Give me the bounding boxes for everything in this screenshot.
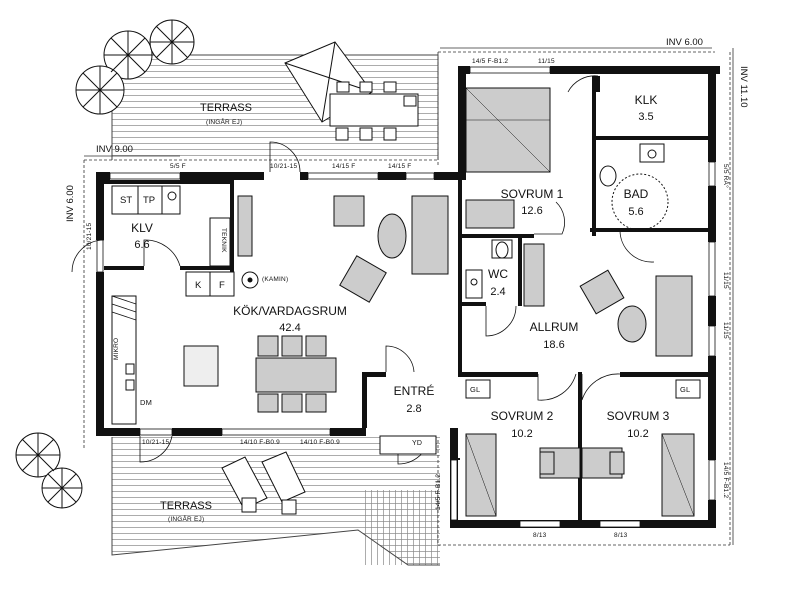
- outdoor-table-top: [329, 81, 419, 141]
- fixture-kamin: (KAMIN): [262, 276, 289, 283]
- terrace-bottom: [111, 437, 440, 566]
- entrance-step: [379, 435, 437, 455]
- fixture-mikro: MIKRO: [113, 337, 120, 360]
- furniture-sovrum2-3: [465, 379, 701, 517]
- dim-w-bottom-3: 14/10 F-B0.9: [300, 439, 340, 446]
- room-entre-area: 2.8: [406, 403, 422, 415]
- dim-w-bottom-4: 8/13: [533, 532, 547, 539]
- interior-walls: [104, 76, 708, 522]
- furniture-allrum: [523, 243, 693, 357]
- room-allrum-area: 18.6: [543, 339, 565, 351]
- dim-w-right-1: 5/5 RÅ°: [722, 164, 729, 188]
- room-bad-area: 5.6: [628, 206, 644, 218]
- dim-w-right-2: 11/15: [722, 272, 729, 289]
- dim-w-left-3: 14/15 F: [332, 163, 356, 170]
- dim-w-left-4: 14/15 F: [388, 163, 412, 170]
- sun-loungers: [221, 451, 306, 515]
- room-wc-name: WC: [488, 267, 508, 281]
- dim-w-bl-side: 14/5 F-B1.2: [435, 473, 442, 510]
- fixture-gl-1: GL: [470, 385, 481, 394]
- room-klv-name: KLV: [131, 221, 153, 235]
- bathroom-fixtures: [465, 143, 669, 299]
- dim-inv-top-left: INV 9.00: [96, 144, 133, 155]
- room-entre-name: ENTRÉ: [393, 384, 435, 398]
- terrace-top-name: TERRASS: [200, 102, 252, 114]
- dim-inv-top-right: INV 6.00: [666, 37, 703, 48]
- fixture-teknik: TEKNIK: [220, 228, 227, 253]
- room-allrum-name: ALLRUM: [529, 320, 579, 334]
- terrace-top-note: (INGÅR EJ): [206, 119, 243, 126]
- room-sovrum3-area: 10.2: [627, 428, 649, 440]
- room-sovrum1-name: SOVRUM 1: [500, 187, 564, 201]
- door-swings: [71, 75, 655, 465]
- furniture-living: [183, 195, 449, 413]
- room-sovrum2-area: 10.2: [511, 428, 533, 440]
- dim-w-bottom-5: 8/13: [614, 532, 628, 539]
- room-sovrum2-name: SOVRUM 2: [490, 409, 554, 423]
- terrace-bottom-name: TERRASS: [160, 500, 212, 512]
- fixture-k: K: [195, 280, 202, 291]
- fixture-tp: TP: [143, 195, 156, 206]
- room-bad-name: BAD: [623, 187, 649, 201]
- dim-inv-left: INV 6.00: [65, 185, 76, 222]
- room-klk-name: KLK: [634, 93, 658, 107]
- fixture-gl-2: GL: [680, 385, 691, 394]
- room-klk-area: 3.5: [638, 111, 654, 123]
- dim-w-top-1: 14/5 F-B1.2: [472, 58, 509, 65]
- room-klv-area: 6.6: [134, 239, 150, 251]
- room-kok-area: 42.4: [279, 322, 301, 334]
- room-wc-area: 2.4: [490, 286, 506, 298]
- trees-bottom: [15, 432, 83, 509]
- dim-inv-right: INV 11.10: [738, 66, 749, 108]
- dim-w-left-1: 5/5 F: [170, 163, 186, 170]
- dim-w-right-3: 11/15: [722, 322, 729, 339]
- boundary-lines: [83, 51, 731, 546]
- room-sovrum3-name: SOVRUM 3: [606, 409, 670, 423]
- fixture-st: ST: [120, 195, 133, 206]
- dim-w-top-2: 11/15: [538, 58, 555, 65]
- dim-w-left-2: 10/21-15: [270, 163, 298, 170]
- inv-leaders: [84, 47, 734, 545]
- fixture-f: F: [219, 280, 225, 291]
- room-sovrum1-area: 12.6: [521, 205, 543, 217]
- room-kok-name: KÖK/VARDAGSRUM: [233, 304, 347, 318]
- dim-w-bottom-1: 10/21-15: [142, 439, 170, 446]
- fixture-dm: DM: [140, 398, 153, 407]
- furniture-sovrum1: [465, 87, 551, 229]
- dim-w-left-side: 10/21-15: [86, 222, 93, 250]
- dim-w-right-4: 14/5 F-B1.2: [722, 462, 729, 499]
- kitchen-units: [111, 185, 235, 425]
- windows: [96, 66, 716, 528]
- dim-w-bottom-2: 14/10 F-B0.9: [240, 439, 280, 446]
- fixture-yd: YD: [412, 440, 423, 447]
- terrace-bottom-note: (INGÅR EJ): [168, 516, 205, 523]
- trees-top: [75, 19, 195, 115]
